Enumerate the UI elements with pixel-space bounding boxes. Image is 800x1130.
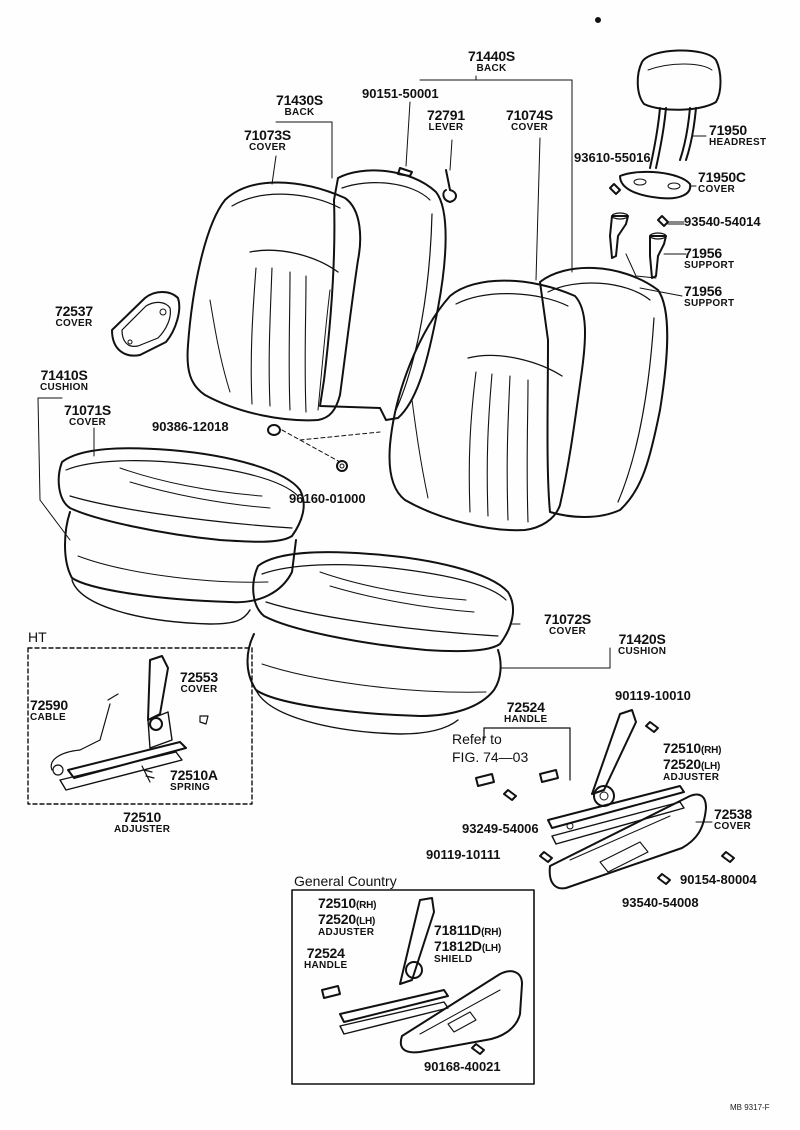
- general-country-frame: [291, 889, 535, 1085]
- section-ht-title: HT: [28, 629, 47, 645]
- general-country-shield: [399, 970, 523, 1055]
- section-general-country-title: General Country: [294, 873, 397, 889]
- nut-96160: [299, 431, 381, 472]
- screw-93540-54014: [657, 215, 685, 227]
- label-93249-54006: 93249-54006: [462, 821, 539, 836]
- handle-72524-pieces: [475, 769, 559, 787]
- left-seatback-rear-shell: [319, 169, 447, 421]
- footer-code: MB 9317-F: [730, 1103, 770, 1112]
- label-90151-50001: 90151-50001: [362, 86, 439, 101]
- label-72520-lh: 72520(LH)ADJUSTER: [663, 756, 721, 783]
- label-gc-71812d-lh: 71812D(LH)SHIELD: [434, 938, 502, 965]
- left-cushion-base: [64, 511, 297, 625]
- label-96160-01000: 96160-01000: [289, 491, 366, 506]
- right-cushion-cover: [252, 551, 515, 653]
- label-90386-12018: 90386-12018: [152, 419, 229, 434]
- refer-to-line2: FIG. 74—03: [452, 749, 529, 765]
- label-gc-71811d-rh: 71811D(RH): [434, 922, 502, 938]
- lever-72791: [442, 139, 457, 203]
- left-seatback-front-cover: [186, 181, 362, 422]
- label-90154-80004: 90154-80004: [680, 872, 757, 887]
- label-gc-90168-40021: 90168-40021: [424, 1059, 501, 1074]
- hardware-rh: [503, 721, 735, 885]
- label-93540-54008: 93540-54008: [622, 895, 699, 910]
- side-cover-72537: [111, 291, 181, 357]
- ht-frame: [27, 647, 253, 805]
- screw-90151: [397, 101, 413, 177]
- label-72510-rh: 72510(RH): [663, 740, 722, 756]
- bolt-93610: [609, 183, 621, 195]
- headrest-cover-plate: [619, 170, 692, 200]
- label-90119-10111: 90119-10111: [426, 847, 501, 862]
- refer-to-line1: Refer to: [452, 731, 502, 747]
- label-gc-72510-rh: 72510(RH): [318, 895, 377, 911]
- leader-lines: [37, 75, 713, 823]
- label-gc-72520-lh: 72520(LH)ADJUSTER: [318, 911, 376, 938]
- label-90119-10010: 90119-10010: [615, 688, 691, 703]
- ht-adjuster-drawing: [50, 655, 209, 791]
- headrest: [636, 49, 722, 169]
- adjuster-72510-rh: [547, 709, 685, 845]
- right-seatback-front-cover: [388, 279, 587, 532]
- cover-72538-drawing: [548, 793, 707, 890]
- dot-mark: [595, 17, 601, 23]
- headrest-supports: [609, 212, 667, 279]
- handle-72524-bracket-lines: [483, 727, 571, 781]
- clip-90386: [267, 424, 341, 463]
- label-93610-55016: 93610-55016: [574, 150, 651, 165]
- right-seatback-rear-shell: [539, 266, 669, 518]
- left-cushion-cover: [57, 447, 305, 543]
- label-93540-54014: 93540-54014: [684, 214, 761, 229]
- right-cushion-base: [246, 633, 502, 735]
